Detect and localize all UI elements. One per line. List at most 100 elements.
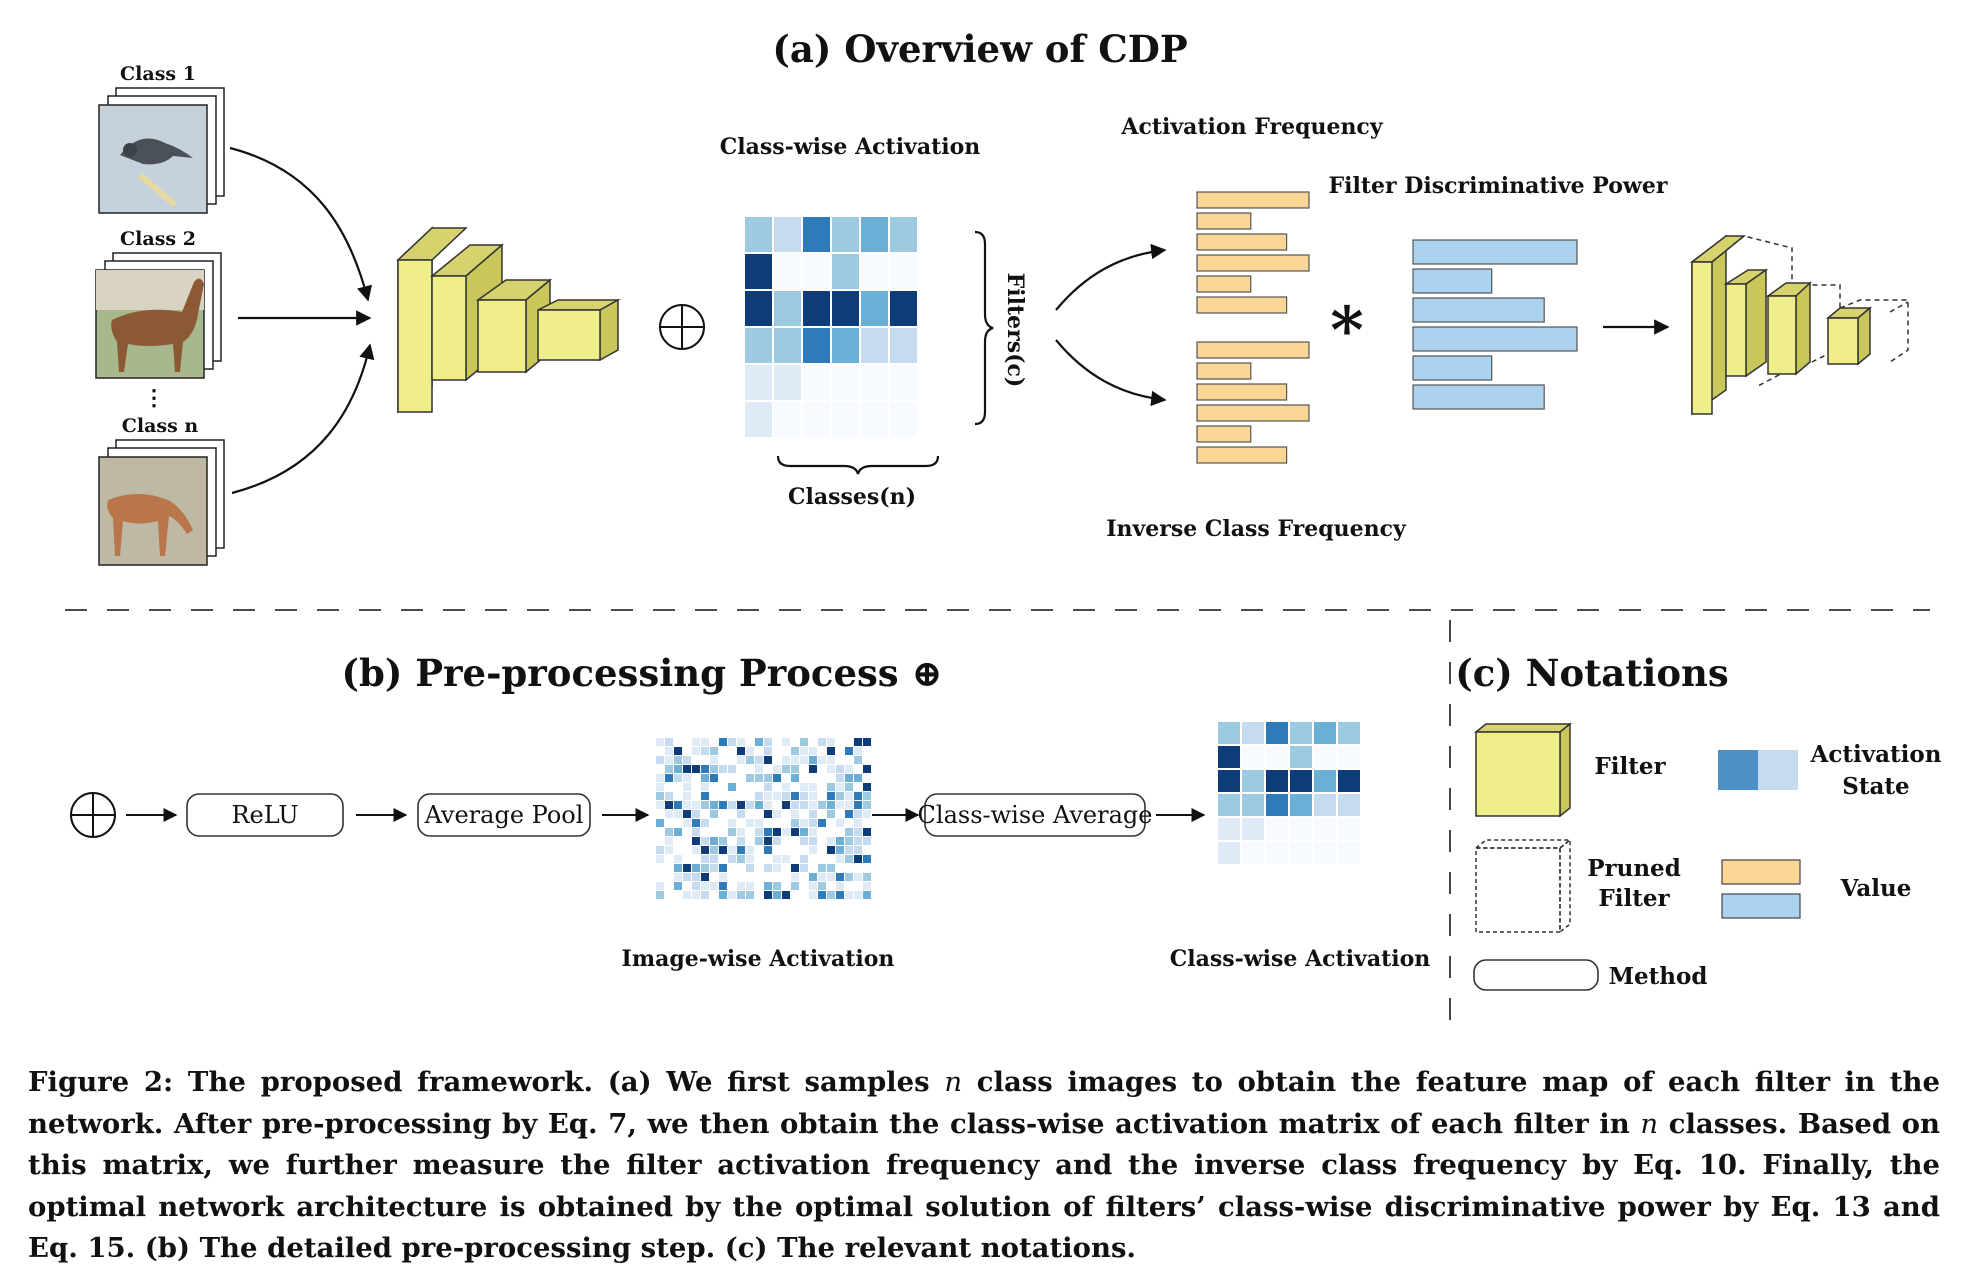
image-wise-activation-cell: [809, 810, 817, 818]
image-wise-activation-cell: [755, 801, 763, 809]
class-wise-activation-b-cell: [1338, 770, 1360, 792]
image-wise-activation-cell: [728, 738, 736, 746]
image-wise-activation-cell: [665, 810, 673, 818]
image-wise-activation-cell: [800, 801, 808, 809]
image-wise-activation-cell: [836, 855, 844, 863]
image-wise-activation-cell: [737, 837, 745, 845]
image-wise-activation-cell: [710, 765, 718, 773]
activation-frequency-bars: [1196, 191, 1310, 314]
image-wise-activation-cell: [809, 819, 817, 827]
image-wise-activation-cell: [674, 855, 682, 863]
class-wise-activation-b-cell: [1290, 746, 1312, 768]
image-wise-activation-cell: [683, 765, 691, 773]
image-wise-activation-cell: [818, 864, 826, 872]
image-wise-activation-cell: [674, 801, 682, 809]
activation-matrix-cell: [890, 217, 917, 252]
image-wise-activation-cell: [737, 801, 745, 809]
image-wise-activation-cell: [692, 873, 700, 881]
image-wise-activation-cell: [656, 882, 664, 890]
image-wise-activation-cell: [701, 864, 709, 872]
image-wise-activation-cell: [692, 846, 700, 854]
image-wise-activation-cell: [692, 801, 700, 809]
image-wise-activation-cell: [737, 756, 745, 764]
image-wise-activation-cell: [791, 792, 799, 800]
image-wise-activation-cell: [863, 855, 871, 863]
activation-matrix-cell: [890, 254, 917, 289]
activation-matrix-cell: [745, 254, 772, 289]
image-wise-activation-cell: [701, 783, 709, 791]
activation-matrix-cell: [745, 365, 772, 400]
image-wise-activation-cell: [791, 774, 799, 782]
panel-c-title: (c) Notations: [1455, 651, 1729, 695]
activation-matrix-cell: [861, 328, 888, 363]
image-wise-activation-cell: [782, 891, 790, 899]
activation-matrix-cell: [861, 254, 888, 289]
filter-notation-icon: [1473, 722, 1573, 818]
image-wise-activation-cell: [764, 747, 772, 755]
activation-matrix-cell: [774, 365, 801, 400]
image-wise-activation-cell: [836, 837, 844, 845]
activation-frequency-bar: [1196, 233, 1288, 251]
class-2-label: Class 2: [120, 228, 196, 250]
activation-matrix-cell: [803, 217, 830, 252]
image-wise-activation-cell: [791, 765, 799, 773]
image-wise-activation-cell: [863, 801, 871, 809]
class-wise-activation-b-cell: [1266, 842, 1288, 864]
image-wise-activation-cell: [836, 846, 844, 854]
image-wise-activation-cell: [818, 756, 826, 764]
image-wise-activation-cell: [854, 855, 862, 863]
image-wise-activation-cell: [710, 846, 718, 854]
image-wise-activation-cell: [764, 792, 772, 800]
image-wise-activation-cell: [854, 747, 862, 755]
image-wise-activation-cell: [800, 747, 808, 755]
image-wise-activation-cell: [728, 783, 736, 791]
class-wise-activation-b-cell: [1218, 770, 1240, 792]
image-wise-activation-cell: [800, 819, 808, 827]
activation-frequency-bar: [1196, 275, 1252, 293]
image-wise-activation-cell: [755, 828, 763, 836]
image-wise-activation-cell: [845, 774, 853, 782]
class-wise-activation-matrix-b: [1218, 722, 1360, 864]
class-wise-activation-b-cell: [1266, 746, 1288, 768]
image-wise-activation-cell: [854, 819, 862, 827]
discriminative-power-bar: [1412, 326, 1578, 352]
image-wise-activation-cell: [683, 819, 691, 827]
image-wise-activation-cell: [854, 891, 862, 899]
class-wise-activation-b-cell: [1338, 842, 1360, 864]
image-wise-activation-cell: [827, 747, 835, 755]
inverse-class-frequency-bar: [1196, 383, 1288, 401]
image-wise-activation-cell: [773, 891, 781, 899]
image-wise-activation-cell: [809, 792, 817, 800]
filters-label: Filters(c): [1002, 273, 1028, 388]
image-wise-activation-cell: [836, 801, 844, 809]
image-wise-activation-cell: [746, 864, 754, 872]
activation-frequency-title: Activation Frequency: [1120, 114, 1383, 140]
image-wise-activation-cell: [863, 873, 871, 881]
image-wise-activation-cell: [701, 837, 709, 845]
image-wise-activation-cell: [755, 792, 763, 800]
image-wise-activation-cell: [809, 783, 817, 791]
class-wise-activation-b-cell: [1266, 818, 1288, 840]
caption-var-n-1: n: [944, 1066, 963, 1098]
image-wise-activation-cell: [782, 855, 790, 863]
activation-matrix-cell: [890, 365, 917, 400]
image-wise-activation-cell: [845, 792, 853, 800]
image-wise-activation-cell: [701, 801, 709, 809]
caption-var-n-2: n: [1640, 1107, 1659, 1140]
activation-matrix-cell: [861, 217, 888, 252]
image-wise-activation-cell: [764, 882, 772, 890]
oplus-start-symbol: [70, 792, 116, 838]
image-wise-activation-cell: [827, 792, 835, 800]
activation-frequency-bar: [1196, 296, 1288, 314]
activation-matrix-cell: [832, 402, 859, 437]
figure-caption: Figure 2: The proposed framework. (a) We…: [28, 1062, 1940, 1270]
class-wise-activation-b-cell: [1314, 842, 1336, 864]
image-wise-activation-cell: [701, 855, 709, 863]
image-wise-activation-cell: [674, 882, 682, 890]
image-wise-activation-cell: [800, 783, 808, 791]
class-n-label: Class n: [122, 415, 199, 437]
caption-text-1: The proposed framework. (a) We first sam…: [187, 1066, 930, 1098]
image-wise-activation-cell: [683, 756, 691, 764]
image-wise-activation-cell: [665, 756, 673, 764]
value-notation-icon: [1721, 859, 1801, 919]
